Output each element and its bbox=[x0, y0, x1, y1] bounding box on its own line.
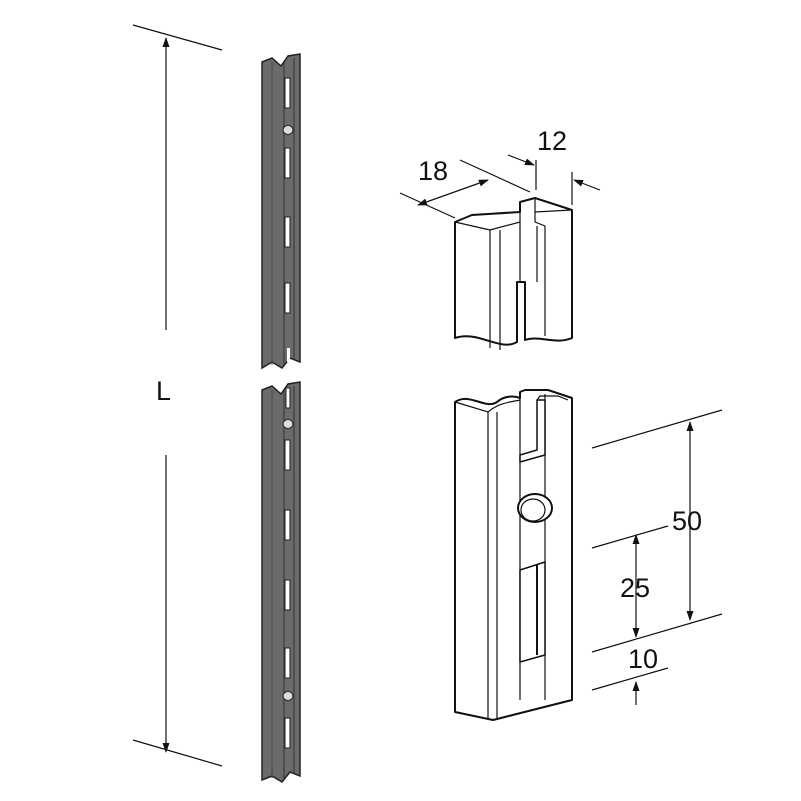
length-label: L bbox=[156, 376, 171, 406]
profile-top-detail: 18 12 bbox=[399, 126, 601, 350]
bottom-offset-label: 10 bbox=[628, 644, 658, 674]
cap-width-label: 18 bbox=[418, 156, 448, 186]
length-dimension: L bbox=[132, 24, 223, 767]
cap-depth-label: 12 bbox=[537, 126, 567, 156]
rail-upper-segment bbox=[261, 53, 301, 370]
extension-line-top bbox=[132, 24, 223, 51]
hole-offset-label: 25 bbox=[620, 573, 650, 603]
profile-bottom-detail: 50 25 10 bbox=[454, 389, 723, 721]
rail-lower-segment bbox=[261, 381, 301, 783]
extension-line-bottom bbox=[132, 739, 223, 767]
slot-pitch-label: 50 bbox=[672, 506, 702, 536]
